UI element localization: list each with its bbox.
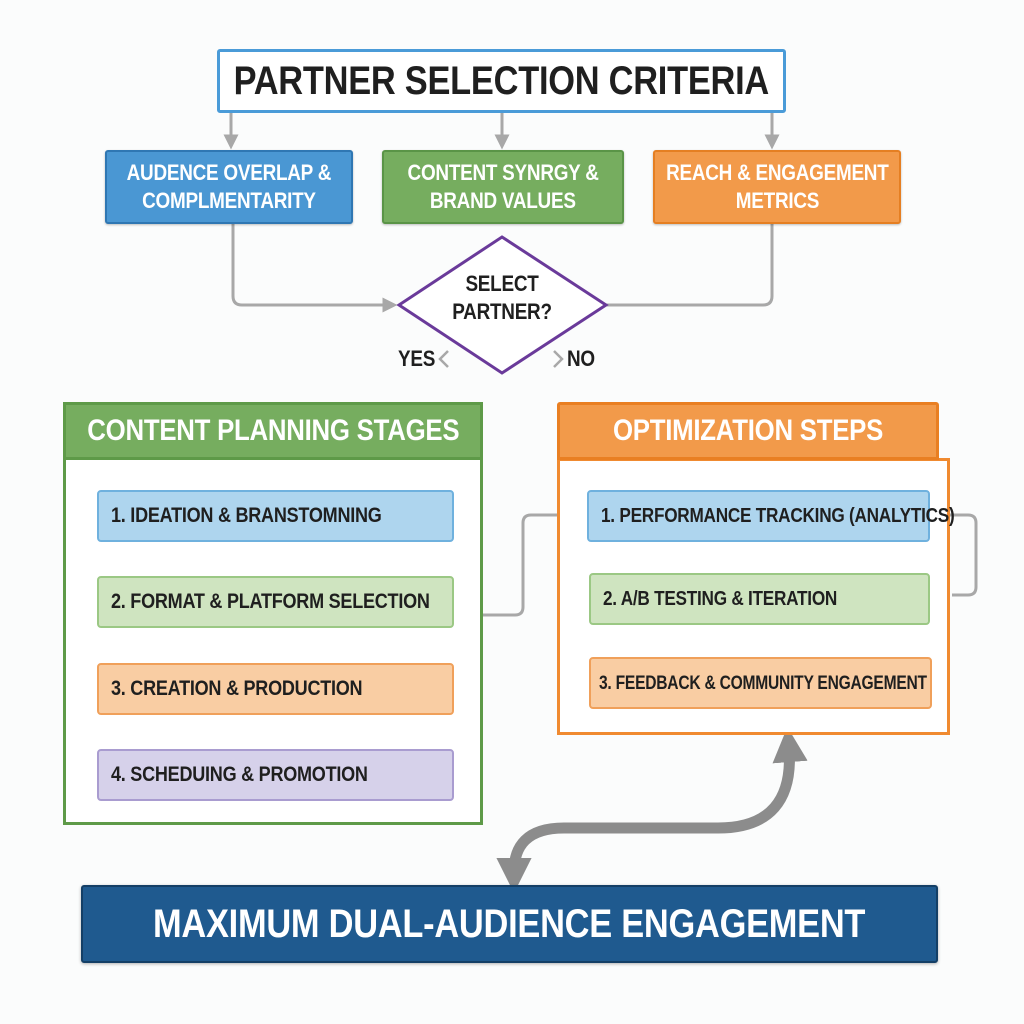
optimization-step-feedback: 3. FEEDBACK & COMMUNITY ENGAGEMENT — [589, 657, 932, 709]
decision-line2: PARTNER? — [452, 299, 552, 324]
outcome-label: MAXIMUM DUAL-AUDIENCE ENGAGEMENT — [153, 901, 866, 946]
optimization-step-performance: 1. PERFORMANCE TRACKING (ANALYTICS) — [587, 490, 955, 542]
step-label: 1. IDEATION & BRANSTOMNING — [111, 504, 382, 527]
step-label: 2. FORMAT & PLATFORM SELECTION — [111, 590, 430, 613]
criterion-line1: AUDENCE OVERLAP & — [126, 160, 332, 185]
step-label: 4. SCHEDUING & PROMOTION — [111, 763, 368, 786]
criterion-content-synergy: CONTENT SYNRGY & BRAND VALUES — [382, 150, 624, 224]
decision-label: SELECT PARTNER? — [432, 270, 572, 326]
criterion-reach-engagement: REACH & ENGAGEMENT METRICS — [653, 150, 901, 224]
page-title: PARTNER SELECTION CRITERIA — [233, 58, 770, 103]
criterion-line2: COMPLMENTARITY — [142, 188, 316, 213]
line-reach-to-decision — [606, 224, 774, 307]
content-planning-header: CONTENT PLANNING STAGES — [63, 402, 483, 460]
step-label: 1. PERFORMANCE TRACKING (ANALYTICS) — [601, 504, 955, 527]
optimization-header: OPTIMIZATION STEPS — [557, 402, 939, 460]
no-label: NO — [567, 346, 595, 371]
criterion-line2: BRAND VALUES — [430, 188, 576, 213]
optimization-step-ab-testing: 2. A/B TESTING & ITERATION — [589, 573, 930, 625]
planning-step-scheduling: 4. SCHEDUING & PROMOTION — [97, 749, 454, 801]
step-label: 3. CREATION & PRODUCTION — [111, 677, 363, 700]
yes-label: YES — [398, 346, 436, 371]
criterion-line2: METRICS — [735, 188, 819, 213]
step-label: 2. A/B TESTING & ITERATION — [603, 587, 838, 610]
arrow-audience-to-decision — [231, 224, 398, 313]
planning-step-ideation: 1. IDEATION & BRANSTOMNING — [97, 490, 454, 542]
criterion-audience-overlap: AUDENCE OVERLAP & COMPLMENTARITY — [105, 150, 353, 224]
content-planning-title: CONTENT PLANNING STAGES — [86, 414, 460, 447]
criterion-line1: REACH & ENGAGEMENT — [665, 160, 889, 185]
partner-selection-criteria-box: PARTNER SELECTION CRITERIA — [217, 49, 786, 113]
outcome-box: MAXIMUM DUAL-AUDIENCE ENGAGEMENT — [81, 885, 938, 963]
optimization-title: OPTIMIZATION STEPS — [612, 414, 884, 447]
yes-chevron-icon — [438, 350, 449, 368]
criterion-line1: CONTENT SYNRGY & — [407, 160, 599, 185]
no-chevron-icon — [553, 350, 564, 368]
step-label: 3. FEEDBACK & COMMUNITY ENGAGEMENT — [599, 671, 927, 694]
double-arrow-optimization-outcome — [496, 726, 808, 894]
decision-line1: SELECT — [465, 271, 539, 296]
planning-step-creation: 3. CREATION & PRODUCTION — [97, 663, 454, 715]
planning-step-format: 2. FORMAT & PLATFORM SELECTION — [97, 576, 454, 628]
